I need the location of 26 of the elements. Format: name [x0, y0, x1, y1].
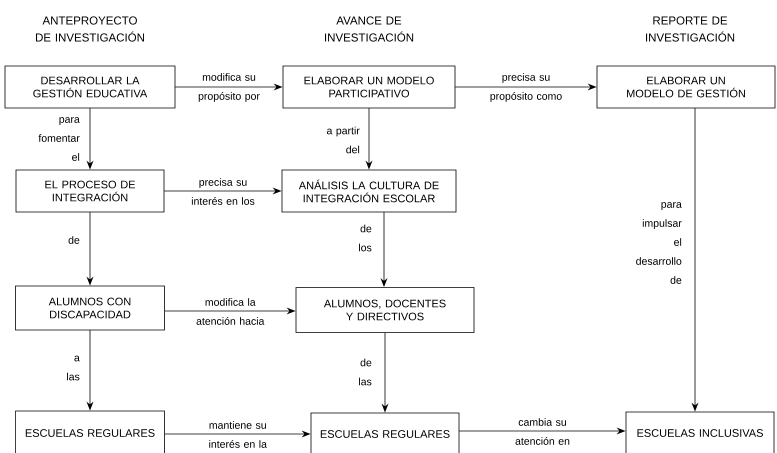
edge-label: cambia su atención en: [516, 418, 570, 445]
edge-label: precisa su propósito como: [490, 73, 562, 102]
process-box: ESCUELAS REGULARES: [15, 410, 165, 453]
column-heading: REPORTE DE INVESTIGACIÓN: [646, 16, 734, 42]
process-box: ELABORAR UN MODELO PARTICIPATIVO: [282, 66, 456, 108]
edge-label: precisa su interés en los: [192, 178, 254, 205]
edge-label: modifica su propósito por: [198, 73, 260, 102]
edge-label: para fomentar el: [38, 117, 80, 161]
edge-label: a partir del: [326, 126, 360, 154]
process-box: ESCUELAS REGULARES: [310, 412, 460, 453]
edge-label: modifica la atención hacia: [196, 298, 264, 325]
edge-label: de los: [359, 224, 372, 252]
column-heading: AVANCE DE INVESTIGACIÓN: [325, 16, 414, 42]
process-box: ANÁLISIS LA CULTURA DE INTEGRACIÓN ESCOLAR: [282, 170, 456, 212]
process-box: ALUMNOS CON DISCAPACIDAD: [15, 286, 165, 330]
process-box: DESARROLLAR LA GESTIÓN EDUCATIVA: [4, 66, 176, 108]
edge-label: de: [68, 236, 80, 244]
edge-label: mantiene su interés en la: [209, 421, 267, 448]
process-box: ELABORAR UN MODELO DE GESTIÓN: [596, 66, 776, 108]
edge-label: a las: [67, 356, 80, 380]
process-box: ESCUELAS INCLUSIVAS: [626, 412, 774, 453]
process-box: EL PROCESO DE INTEGRACIÓN: [16, 170, 164, 212]
edge-label: para impulsar el desarrollo de: [636, 202, 682, 284]
edge-label: de las: [359, 358, 372, 386]
process-box: ALUMNOS, DOCENTES Y DIRECTIVOS: [296, 287, 474, 333]
column-heading: ANTEPROYECTO DE INVESTIGACIÓN: [36, 16, 144, 42]
